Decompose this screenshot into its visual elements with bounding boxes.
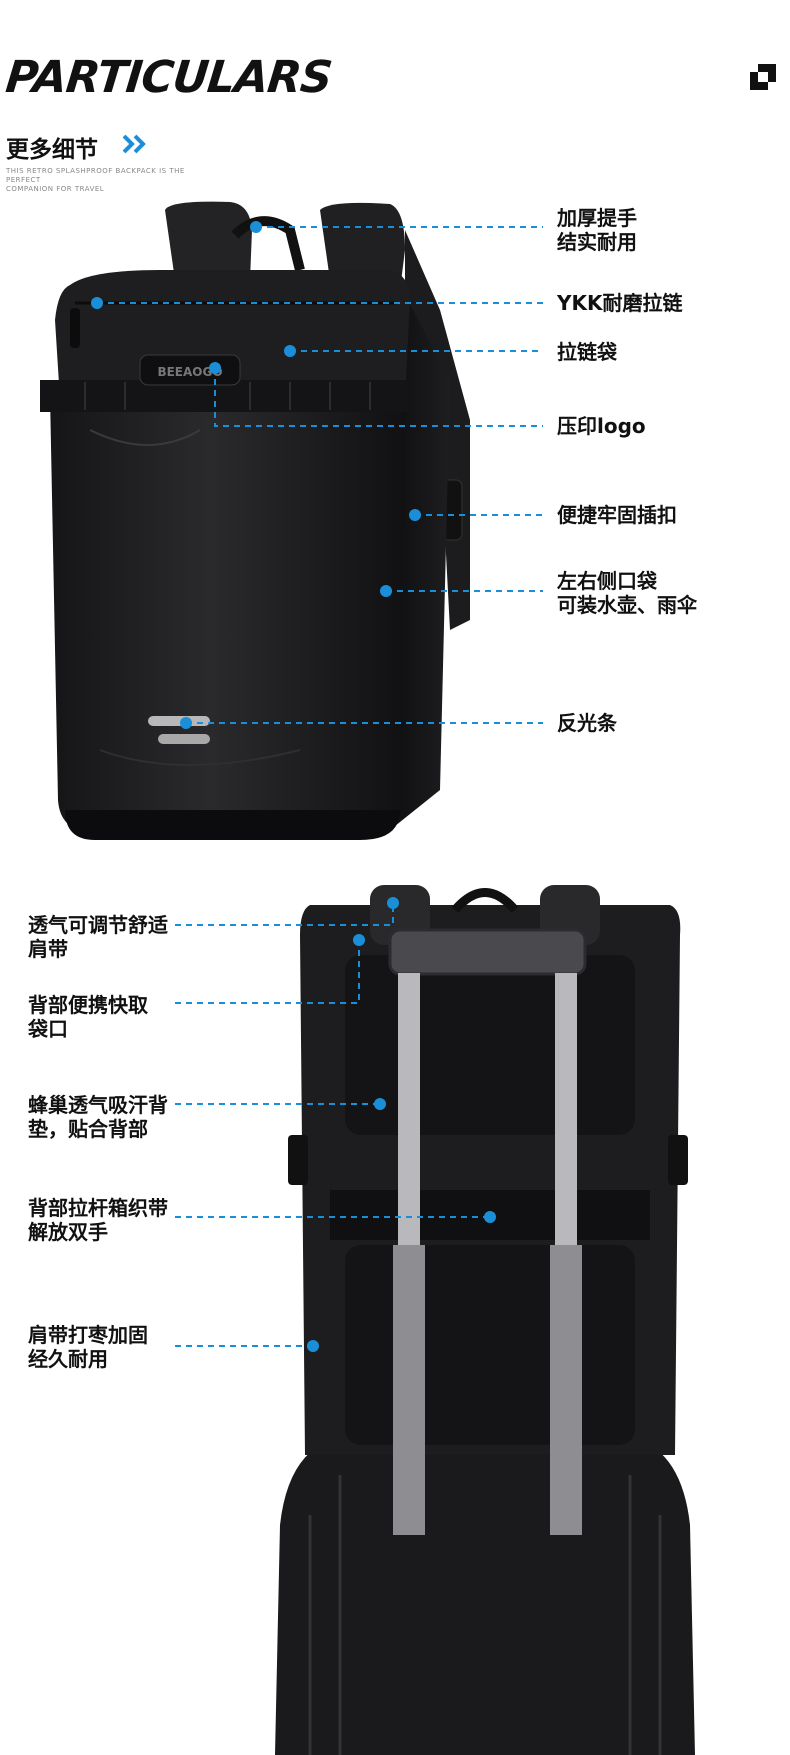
label-logo-line1: 压印logo — [557, 414, 646, 438]
label-padding-line1: 蜂巢透气吸汗背 — [28, 1093, 168, 1117]
label-buckle: 便捷牢固插扣 — [557, 503, 677, 527]
label-bartack: 肩带打枣加固 经久耐用 — [28, 1323, 148, 1371]
label-straps: 透气可调节舒适 肩带 — [28, 913, 168, 961]
label-reflective-line1: 反光条 — [557, 711, 617, 735]
callout-dot-pocket — [284, 345, 296, 357]
callout-dot-trolley — [484, 1211, 496, 1223]
label-back-pocket-line1: 背部便携快取 — [28, 993, 148, 1017]
label-handle-line1: 加厚提手 — [557, 206, 637, 230]
callout-dot-reflective — [180, 717, 192, 729]
callout-dot-logo — [209, 362, 221, 374]
chevron-double-right-icon — [122, 134, 146, 154]
tagline-line-2: COMPANION FOR TRAVEL — [6, 185, 105, 193]
callout-dot-side-pocket — [380, 585, 392, 597]
label-trolley: 背部拉杆箱织带 解放双手 — [28, 1196, 168, 1244]
label-pocket-line1: 拉链袋 — [557, 340, 617, 364]
label-side-pocket-line2: 可装水壶、雨伞 — [557, 593, 697, 617]
label-handle: 加厚提手 结实耐用 — [557, 206, 637, 254]
callout-dot-straps — [387, 897, 399, 909]
callout-line-straps — [175, 903, 394, 926]
corner-square-icon — [750, 64, 776, 90]
label-side-pocket: 左右侧口袋 可装水壶、雨伞 — [557, 569, 697, 617]
label-bartack-line2: 经久耐用 — [28, 1347, 108, 1371]
label-back-pocket-line2: 袋口 — [28, 1017, 68, 1041]
callout-line-logo — [214, 368, 543, 427]
label-handle-line2: 结实耐用 — [557, 230, 637, 254]
label-side-pocket-line1: 左右侧口袋 — [557, 569, 657, 593]
label-logo: 压印logo — [557, 414, 646, 438]
callout-dot-back-pocket — [353, 934, 365, 946]
label-straps-line2: 肩带 — [28, 937, 68, 961]
callout-dot-zipper — [91, 297, 103, 309]
callout-dot-buckle — [409, 509, 421, 521]
label-pocket: 拉链袋 — [557, 340, 617, 364]
backpack-back-image — [275, 885, 695, 1755]
label-padding: 蜂巢透气吸汗背 垫，贴合背部 — [28, 1093, 168, 1141]
label-zipper-line1: YKK耐磨拉链 — [557, 291, 683, 315]
callout-dot-handle — [250, 221, 262, 233]
callout-dot-padding — [374, 1098, 386, 1110]
label-buckle-line1: 便捷牢固插扣 — [557, 503, 677, 527]
label-trolley-line2: 解放双手 — [28, 1220, 108, 1244]
label-straps-line1: 透气可调节舒适 — [28, 913, 168, 937]
label-trolley-line1: 背部拉杆箱织带 — [28, 1196, 168, 1220]
tagline: THIS RETRO SPLASHPROOF BACKPACK IS THE P… — [6, 167, 206, 194]
callout-dot-bartack — [307, 1340, 319, 1352]
callout-line-back-pocket — [175, 940, 360, 1004]
section-subtitle: 更多细节 — [6, 137, 98, 163]
label-zipper: YKK耐磨拉链 — [557, 291, 682, 315]
label-reflective: 反光条 — [557, 711, 617, 735]
tagline-line-1: THIS RETRO SPLASHPROOF BACKPACK IS THE P… — [6, 167, 185, 184]
label-padding-line2: 垫，贴合背部 — [28, 1117, 148, 1141]
embossed-logo-text: BEEAOGO — [157, 365, 222, 379]
label-back-pocket: 背部便携快取 袋口 — [28, 993, 148, 1041]
label-bartack-line1: 肩带打枣加固 — [28, 1323, 148, 1347]
